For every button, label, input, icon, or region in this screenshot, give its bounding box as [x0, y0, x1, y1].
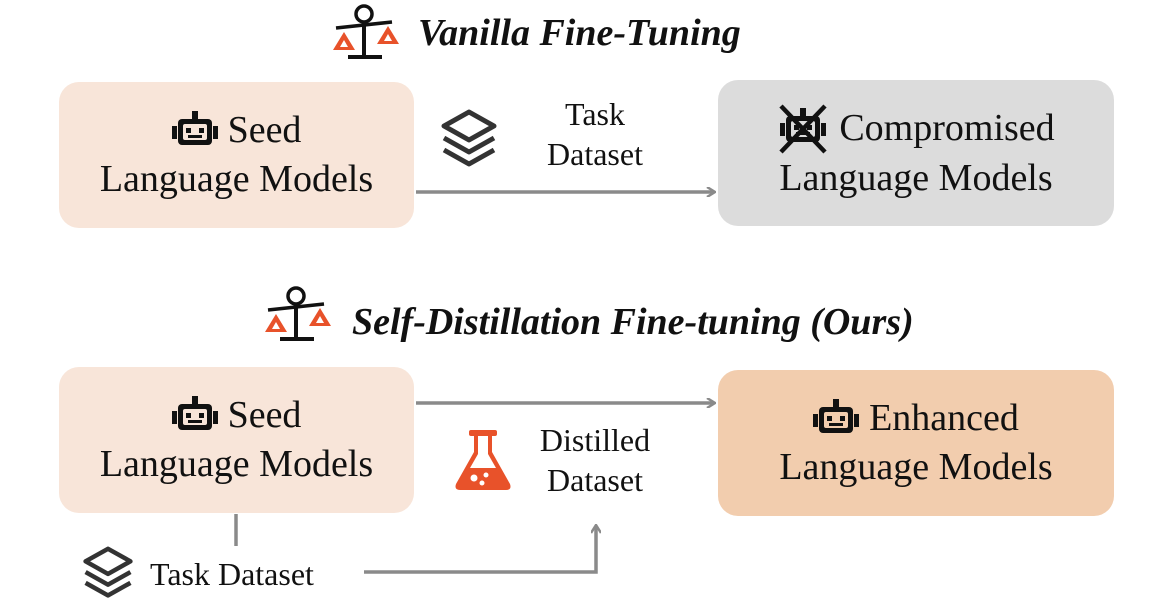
seed-model-box-top: Seed Language Models	[59, 82, 414, 228]
distilled-dataset-line2: Dataset	[547, 462, 643, 498]
compromised-box-line1: Compromised	[839, 107, 1055, 150]
distilled-dataset-line1: Distilled	[539, 422, 651, 458]
seed-box-line2: Language Models	[99, 158, 374, 200]
balance-scale-icon	[265, 286, 331, 341]
section-title-self-distillation: Self-Distillation Fine-tuning (Ours)	[352, 301, 914, 343]
robot-icon	[171, 395, 218, 430]
robot-icon	[171, 110, 218, 145]
layers-stack-icon	[441, 109, 497, 167]
arrow-task-to-distilled	[364, 526, 596, 574]
layers-stack-icon	[83, 546, 133, 598]
flask-icon	[455, 430, 511, 490]
seed-box-line1: Seed	[227, 109, 302, 152]
crossed-robot-icon	[779, 104, 827, 154]
seed-model-box-bottom: Seed Language Models	[59, 367, 414, 513]
enhanced-model-box: Enhanced Language Models	[718, 370, 1114, 516]
seed-box-line1: Seed	[227, 394, 302, 437]
section-title-vanilla: Vanilla Fine-Tuning	[418, 12, 741, 54]
distilled-dataset-label: Distilled Dataset	[520, 420, 670, 500]
task-dataset-label-bottom: Task Dataset	[150, 556, 314, 592]
enhanced-box-line2: Language Models	[779, 446, 1053, 488]
compromised-model-box: Compromised Language Models	[718, 80, 1114, 226]
seed-box-line2: Language Models	[99, 443, 374, 485]
task-dataset-line2: Dataset	[547, 136, 643, 172]
balance-scale-icon	[333, 4, 399, 59]
enhanced-box-line1: Enhanced	[869, 397, 1019, 440]
task-dataset-line1: Task	[565, 96, 625, 132]
compromised-box-line2: Language Models	[779, 156, 1053, 199]
robot-icon	[813, 398, 860, 433]
task-dataset-label-top: Task Dataset	[520, 94, 670, 174]
